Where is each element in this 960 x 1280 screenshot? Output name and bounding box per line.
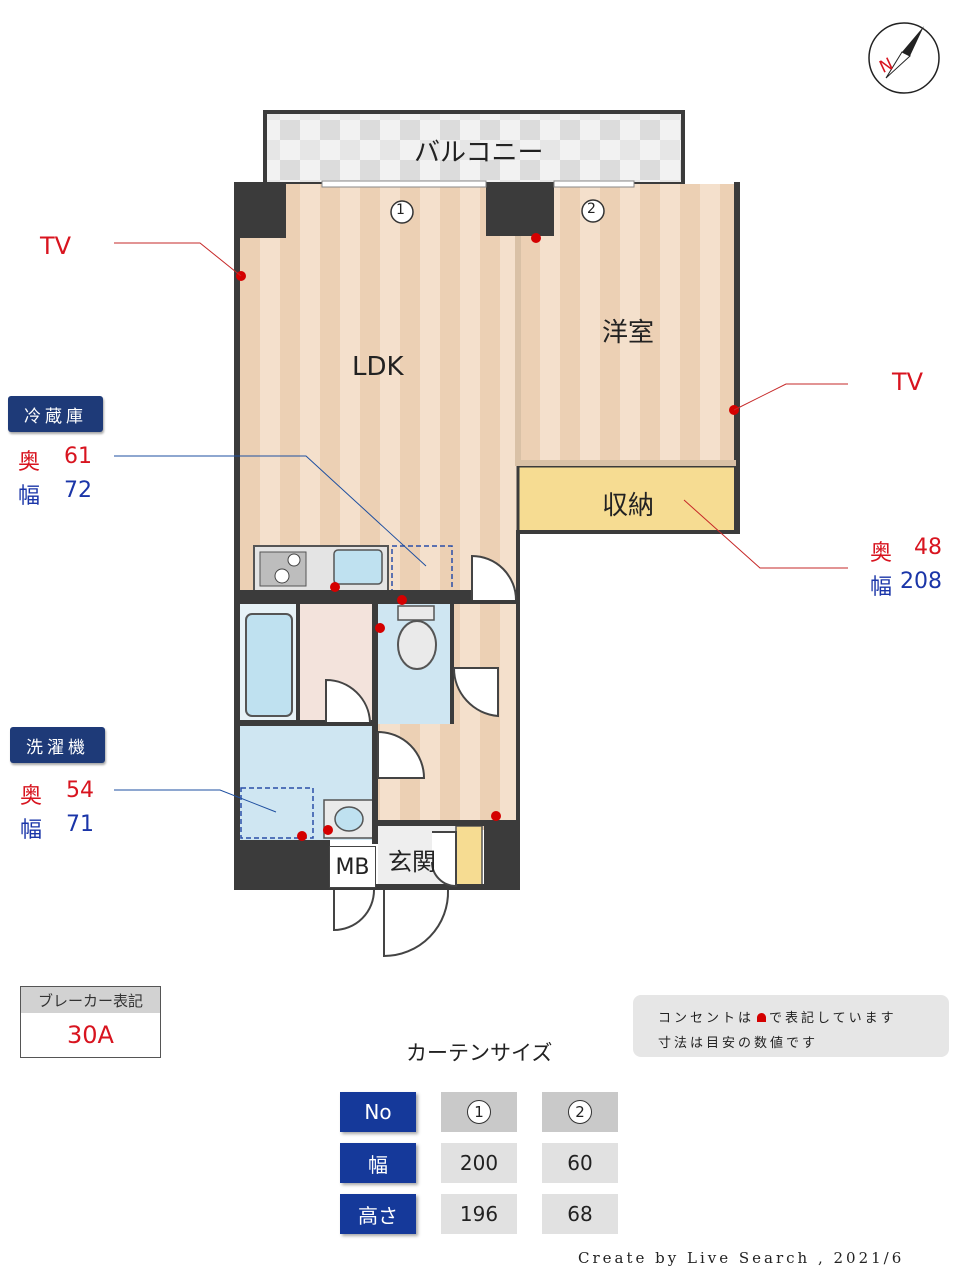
washer-space [240,787,314,839]
washer-depth-value: 54 [66,778,94,803]
washer-width-value: 71 [66,812,94,837]
legend-box: コンセントはで表記しています 寸法は目安の数値です [633,995,949,1057]
row-header-height: 高さ [340,1194,416,1234]
window-marker-2: 2 [587,201,596,217]
tv-label-right: TV [892,368,924,396]
col-1-width: 200 [441,1143,517,1183]
storage-depth-label: 奥 [870,541,893,566]
col-2-no: 2 [542,1092,618,1132]
outlet-dot [491,811,501,821]
western-room-floor [518,184,738,464]
compass [868,22,940,94]
floor-plan [114,110,848,958]
curtain-title: カーテンサイズ [406,1041,553,1065]
row-header-no: No [340,1092,416,1132]
legend-line-1b: で表記しています [769,1011,897,1026]
room-label-western: 洋室 [602,318,655,348]
compass-needle-icon [902,26,924,56]
outlet-dot [323,825,333,835]
mb-box: MB [329,846,376,888]
outlet-dot [375,623,385,633]
breaker-value: 30A [67,1021,114,1049]
room-label-mb: MB [335,854,370,880]
ldk-floor [238,184,518,604]
outlet-dot [297,831,307,841]
washer-width-label: 幅 [20,818,43,843]
breaker-label: ブレーカー表記 [21,987,160,1013]
tv-label-left: TV [40,232,72,260]
storage-width-value: 208 [900,569,942,594]
storage-depth-value: 48 [914,535,942,560]
fridge-depth-value: 61 [64,444,92,469]
room-label-ldk: LDK [352,352,404,382]
row-header-width: 幅 [340,1143,416,1183]
col-2-height: 68 [542,1194,618,1234]
storage-width-label: 幅 [870,575,893,600]
breaker-box: ブレーカー表記 30A [20,986,161,1058]
outlet-dot [330,582,340,592]
legend-line-2: 寸法は目安の数値です [658,1036,819,1051]
fridge-tag: 冷蔵庫 [8,396,103,432]
room-label-balcony: バルコニー [414,138,544,168]
col-2-width: 60 [542,1143,618,1183]
washer-tag: 洗濯機 [10,727,105,763]
fridge-width-value: 72 [64,478,92,503]
col-1-height: 196 [441,1194,517,1234]
window-1 [321,180,487,188]
bathtub [245,613,293,717]
outlet-legend-icon [757,1013,767,1022]
credit-text: Create by Live Search , 2021/6 [578,1249,905,1267]
washer-depth-label: 奥 [20,784,43,809]
window-2 [553,180,635,188]
room-label-entrance: 玄関 [388,848,436,876]
fridge-depth-label: 奥 [18,450,41,475]
toilet-bowl [397,620,437,670]
col-1-no: 1 [441,1092,517,1132]
fridge-width-label: 幅 [18,484,41,509]
window-marker-1: 1 [396,202,405,218]
legend-line-1: コンセントは [658,1011,755,1026]
shoe-cabinet [455,825,483,887]
room-label-storage: 収納 [602,491,655,521]
outlet-dot [531,233,541,243]
outlet-dot [397,595,407,605]
